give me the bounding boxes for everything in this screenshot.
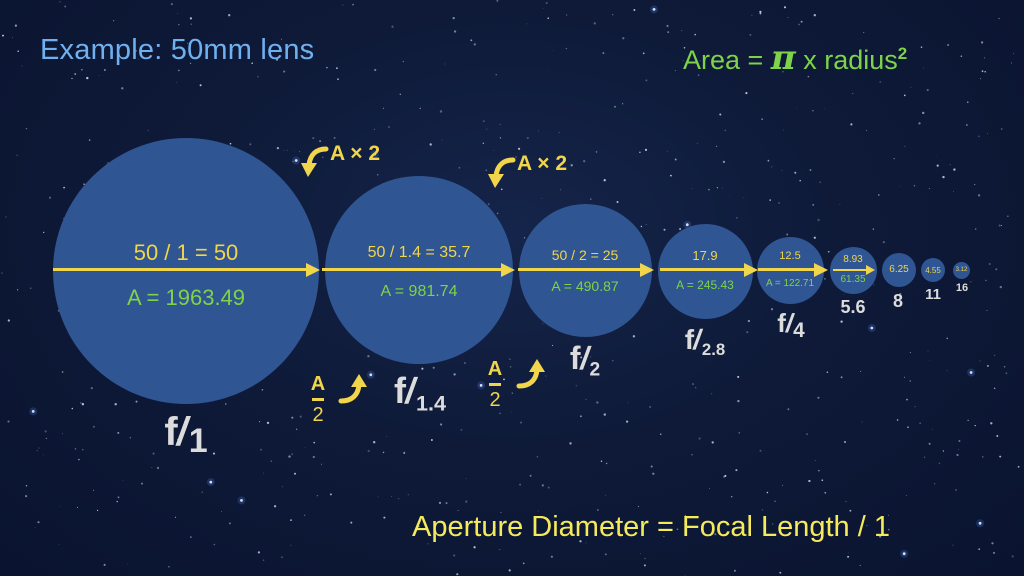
half-numerator: A bbox=[487, 358, 503, 380]
arrow-head-icon bbox=[501, 262, 515, 277]
area-text-f1-4: A = 981.74 bbox=[380, 283, 458, 300]
half-denominator: 2 bbox=[312, 404, 324, 426]
area-double-label: A × 2 bbox=[517, 152, 567, 175]
curved-arrow-up-icon bbox=[338, 374, 367, 404]
diameter-text-f5-6: 8.93 bbox=[843, 254, 863, 265]
diameter-arrow-f1 bbox=[53, 268, 308, 271]
diameter-text-f11: 4.55 bbox=[925, 266, 941, 275]
formula-prefix: Area = bbox=[683, 45, 771, 75]
diameter-text-f4: 12.5 bbox=[779, 250, 801, 262]
area-text-f5-6: 61.35 bbox=[840, 274, 866, 285]
arrow-head-icon bbox=[306, 262, 320, 277]
pi-symbol: π bbox=[770, 38, 796, 78]
fraction-bar bbox=[312, 398, 324, 401]
diameter-text-f1-4: 50 / 1.4 = 35.7 bbox=[367, 244, 471, 261]
arrow-head-icon bbox=[814, 262, 828, 277]
fstop-number: 4 bbox=[793, 319, 805, 343]
area-text-f2-8: A = 245.43 bbox=[676, 278, 734, 292]
fstop-label-f8: 8 bbox=[892, 291, 904, 311]
fstop-label-f5-6: 5.6 bbox=[840, 297, 866, 317]
diameter-text-f16: 3.12 bbox=[955, 267, 968, 273]
fstop-label-f1-4: f/1.4 bbox=[394, 370, 446, 417]
fstop-label-f2: f/2 bbox=[570, 340, 600, 382]
fstop-label-f2-8: f/2.8 bbox=[685, 324, 725, 360]
diameter-text-f8: 6.25 bbox=[889, 264, 909, 275]
f-glyph: f bbox=[777, 308, 786, 338]
area-half-label: A 2 bbox=[308, 373, 328, 426]
curved-arrow-down-icon bbox=[301, 146, 329, 177]
aperture-circle-f8 bbox=[882, 253, 916, 287]
diameter-arrow-f1-4 bbox=[322, 268, 503, 271]
aperture-circle-f16 bbox=[953, 262, 970, 279]
fstop-number: 2 bbox=[589, 359, 601, 381]
half-numerator: A bbox=[310, 373, 326, 395]
curved-arrow-up-icon bbox=[516, 359, 545, 389]
fstop-number: 2.8 bbox=[701, 339, 726, 359]
diameter-arrow-f2 bbox=[518, 268, 644, 271]
arrow-head-icon bbox=[640, 262, 654, 277]
area-text-f2: A = 490.87 bbox=[551, 278, 619, 294]
area-text-f4: A = 122.71 bbox=[765, 278, 815, 289]
aperture-circle-f11 bbox=[921, 258, 945, 282]
footer-formula: Aperture Diameter = Focal Length / 1 bbox=[412, 511, 890, 543]
area-double-label: A × 2 bbox=[330, 142, 380, 165]
f-glyph: f bbox=[164, 410, 178, 454]
area-text-f1: A = 1963.49 bbox=[126, 285, 246, 310]
arrow-head-icon bbox=[744, 262, 758, 277]
fstop-number: 1 bbox=[188, 421, 208, 460]
f-glyph: f bbox=[569, 340, 581, 376]
fstop-label-f1: f/1 bbox=[164, 410, 207, 461]
diameter-text-f1: 50 / 1 = 50 bbox=[133, 240, 239, 265]
aperture-circle-f2-8 bbox=[658, 224, 753, 319]
arrow-head-icon bbox=[866, 265, 875, 275]
f-glyph: f bbox=[393, 370, 406, 411]
fstop-label-f16: 16 bbox=[955, 282, 969, 294]
aperture-circle-f1 bbox=[53, 138, 319, 404]
area-half-label: A 2 bbox=[485, 358, 505, 411]
diameter-arrow-f5-6 bbox=[833, 269, 867, 271]
diameter-text-f2-8: 17.9 bbox=[692, 248, 718, 263]
curved-arrow-down-icon bbox=[488, 157, 516, 188]
page-title: Example: 50mm lens bbox=[40, 34, 315, 66]
formula-exponent: 2 bbox=[897, 44, 908, 63]
diameter-arrow-f2-8 bbox=[660, 268, 744, 271]
area-formula: Area = π x radius2 bbox=[683, 38, 907, 78]
fstop-number: 1.4 bbox=[415, 390, 447, 416]
diameter-text-f2: 50 / 2 = 25 bbox=[551, 247, 619, 263]
fstop-label-f11: 11 bbox=[925, 286, 941, 303]
formula-suffix: x radius bbox=[795, 45, 898, 75]
fraction-bar bbox=[489, 383, 501, 386]
half-denominator: 2 bbox=[489, 389, 501, 411]
f-glyph: f bbox=[684, 324, 695, 355]
fstop-label-f4: f/4 bbox=[777, 308, 804, 343]
diameter-arrow-f4 bbox=[758, 268, 816, 271]
